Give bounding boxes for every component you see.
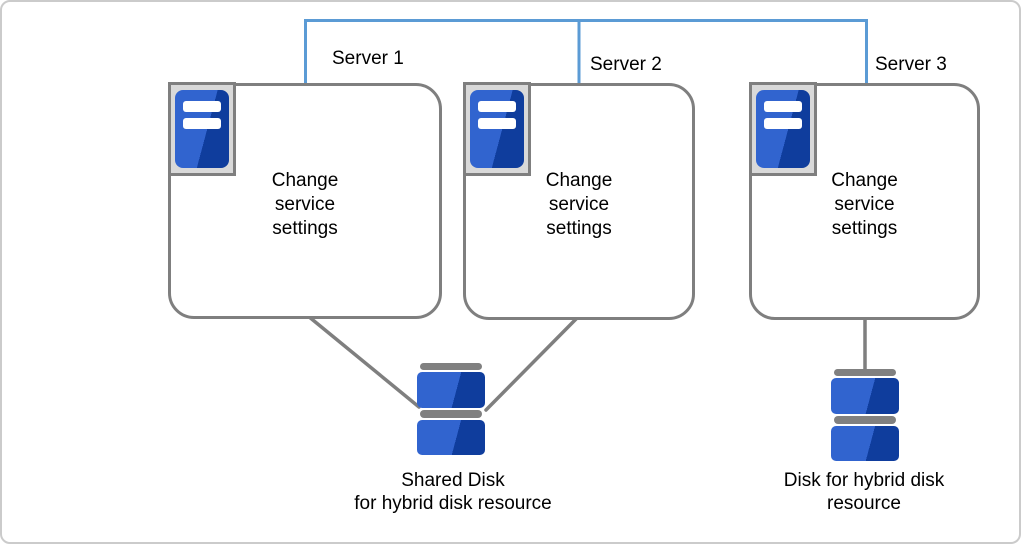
disk-cap-bar	[834, 416, 896, 424]
disk-platter	[831, 378, 899, 414]
server-drive-slot-icon	[478, 101, 516, 112]
server1-change-service-settings-text: Change service settings	[271, 170, 339, 239]
server2-shared-disk-line	[484, 315, 580, 412]
server1-shared-disk-line	[306, 314, 421, 409]
disk-cap-bar	[420, 363, 482, 370]
server-drive-slot-icon	[764, 101, 802, 112]
server2-label: Server 2	[590, 54, 662, 75]
shared-disk-icon	[417, 363, 485, 455]
server2-icon	[463, 82, 531, 176]
server-tower-icon	[470, 90, 524, 168]
disk-cap-bar	[834, 369, 896, 376]
server-drive-slot-icon	[183, 101, 221, 112]
hybrid-disk-icon	[831, 369, 899, 461]
disk-platter	[417, 420, 485, 455]
disk-platter	[417, 372, 485, 408]
disk-platter	[831, 426, 899, 461]
server1-label: Server 1	[332, 48, 404, 69]
server2-change-service-settings-text: Change service settings	[545, 170, 613, 239]
server2-box	[463, 83, 695, 320]
disk-cap-bar	[420, 410, 482, 418]
server-tower-icon	[756, 90, 810, 168]
hybrid-disk-caption: Disk for hybrid disk resource	[783, 470, 945, 514]
server-drive-slot-icon	[478, 118, 516, 129]
network-interconnect-line	[304, 19, 868, 86]
server3-label: Server 3	[875, 54, 947, 75]
server-drive-slot-icon	[183, 118, 221, 129]
server1-icon	[168, 82, 236, 176]
shared-disk-caption: Shared Disk for hybrid disk resource	[354, 470, 552, 514]
server3-change-service-settings-text: Change service settings	[831, 170, 898, 239]
server3-icon	[749, 82, 817, 176]
server-drive-slot-icon	[764, 118, 802, 129]
server-tower-icon	[175, 90, 229, 168]
